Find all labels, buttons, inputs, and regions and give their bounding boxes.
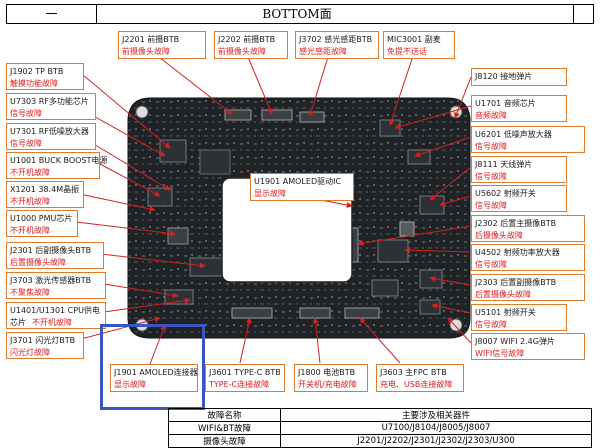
label-j2301: J2301 后副摄像头BTB 后置摄像头故障 <box>6 242 104 269</box>
label-j3601: J3601 TYPE-C BTB TYPE-C连接故障 <box>205 364 285 392</box>
label-u1701: U1701 音频芯片 音频故障 <box>471 95 567 122</box>
label-j2201: J2201 前摄BTB 前摄像头故障 <box>118 31 206 59</box>
label-x1201: X1201 38.4M晶振 不开机故障 <box>6 181 84 208</box>
label-u6201: U6201 低噪声放大器 信号故障 <box>471 126 585 153</box>
label-u1401: U1401/U1301 CPU供电 芯片不开机故障 <box>6 302 106 329</box>
label-u1000: U1000 PMU芯片 不开机故障 <box>6 210 78 237</box>
table-row: 摄像头故障 J2201/J2202/J2301/J2302/J2303/U300 <box>168 434 592 448</box>
label-u1001: U1001 BUCK BOOST电源 不开机故障 <box>6 152 107 179</box>
table-row: WIFI&BT故障 U7100/J8104/J8005/J8007 <box>168 421 592 435</box>
label-j1901: J1901 AMOLED连接器 显示故障 <box>110 364 198 392</box>
table-cell: WIFI&BT故障 <box>168 421 281 435</box>
table-cell: 摄像头故障 <box>168 434 281 448</box>
label-j8111: J8111 天线弹片 信号故障 <box>471 156 567 183</box>
header-divider <box>573 5 574 23</box>
table-header-cell: 主要涉及相关器件 <box>280 408 592 422</box>
label-j3701: J3701 闪光灯BTB 闪光灯故障 <box>6 332 84 359</box>
label-j3702: J3702 感光感距BTB 感光感距故障 <box>295 31 379 59</box>
label-j1902: J1902 TP BTB 触摸功能故障 <box>6 63 84 90</box>
label-u7303: U7303 RF多功能芯片 信号故障 <box>6 93 96 120</box>
label-j8007: J8007 WIFI 2.4G弹片 WIFI信号故障 <box>471 333 585 360</box>
label-u4502: U4502 射频功率放大器 信号故障 <box>471 244 585 271</box>
label-j8120: J8120 接地弹片 <box>471 68 567 86</box>
table-cell: J2201/J2202/J2301/J2302/J2303/U300 <box>280 434 592 448</box>
table-header-cell: 故障名称 <box>168 408 281 422</box>
table-header-row: 故障名称 主要涉及相关器件 <box>168 408 592 422</box>
table-cell: U7100/J8104/J8005/J8007 <box>280 421 592 435</box>
label-j2202: J2202 前摄BTB 前摄像头故障 <box>214 31 288 59</box>
label-u7301: U7301 RF低噪放大器 信号故障 <box>6 123 96 150</box>
highlight-box <box>100 324 205 410</box>
label-u5101: U5101 射频开关 信号故障 <box>471 304 567 331</box>
label-j2302: J2302 后置主摄像BTB 后摄像头故障 <box>471 215 585 242</box>
label-j2303: J2303 后置副摄像BTB 后置摄像头故障 <box>471 274 585 301</box>
label-u5602: U5602 射频开关 信号故障 <box>471 185 567 212</box>
fault-table: 故障名称 主要涉及相关器件 WIFI&BT故障 U7100/J8104/J800… <box>168 408 592 448</box>
label-mic3001: MIC3001 副麦 免提不送话 <box>383 31 455 59</box>
header-index: 一 <box>7 5 97 23</box>
label-j3703: J3703 激光传感器BTB 不聚焦故障 <box>6 272 106 299</box>
label-u1901: U1901 AMOLED驱动IC 显示故障 <box>250 173 354 201</box>
header-title: BOTTOM面 <box>262 7 332 21</box>
sheet-header: 一 BOTTOM面 <box>6 4 594 24</box>
label-j3603: J3603 主FPC BTB 充电、USB连接故障 <box>376 364 464 392</box>
label-j1800: J1800 电池BTB 开关机/充电故障 <box>294 364 368 392</box>
